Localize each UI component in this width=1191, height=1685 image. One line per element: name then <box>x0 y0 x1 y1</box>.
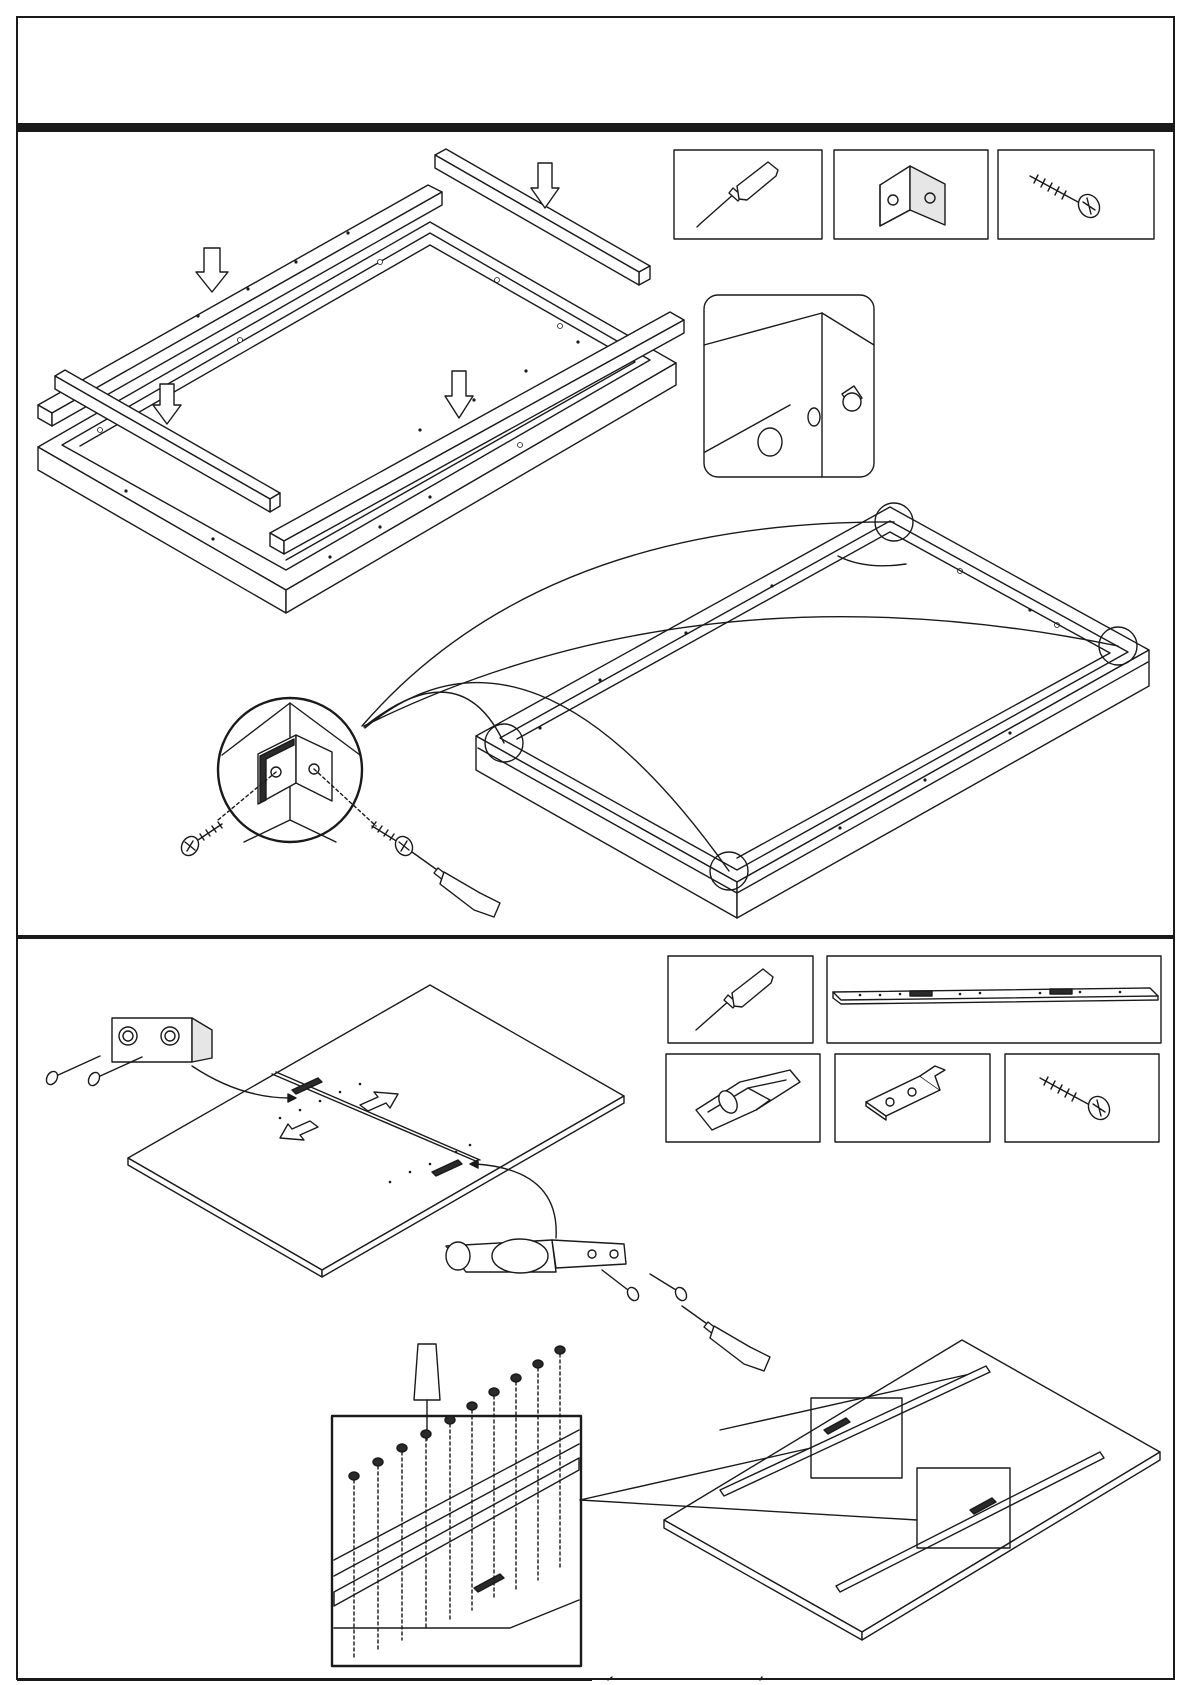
slide-mounting-detail <box>332 1344 581 1666</box>
header-divider <box>17 123 1174 132</box>
finished-frame <box>476 503 1149 918</box>
footer-rule <box>17 1679 592 1681</box>
frame-assembly <box>38 149 684 613</box>
wood-screw-icon-2 <box>1005 1054 1159 1142</box>
drawer-slide-icon <box>827 956 1161 1043</box>
latch-detail <box>446 1160 770 1371</box>
step1-section <box>38 149 1154 918</box>
angle-bracket-icon <box>834 150 988 239</box>
table-with-slides <box>580 1340 1160 1640</box>
latch-catch-icon <box>835 1054 990 1142</box>
toggle-latch-icon <box>666 1054 820 1142</box>
screwdriver-icon <box>674 150 822 239</box>
screwdriver-icon-2 <box>668 956 813 1043</box>
wood-screw-icon <box>998 150 1154 239</box>
corner-bracket-detail <box>178 698 500 917</box>
section-divider <box>17 935 1174 939</box>
step2-section <box>44 956 1161 1666</box>
bolt-detail <box>704 295 874 477</box>
